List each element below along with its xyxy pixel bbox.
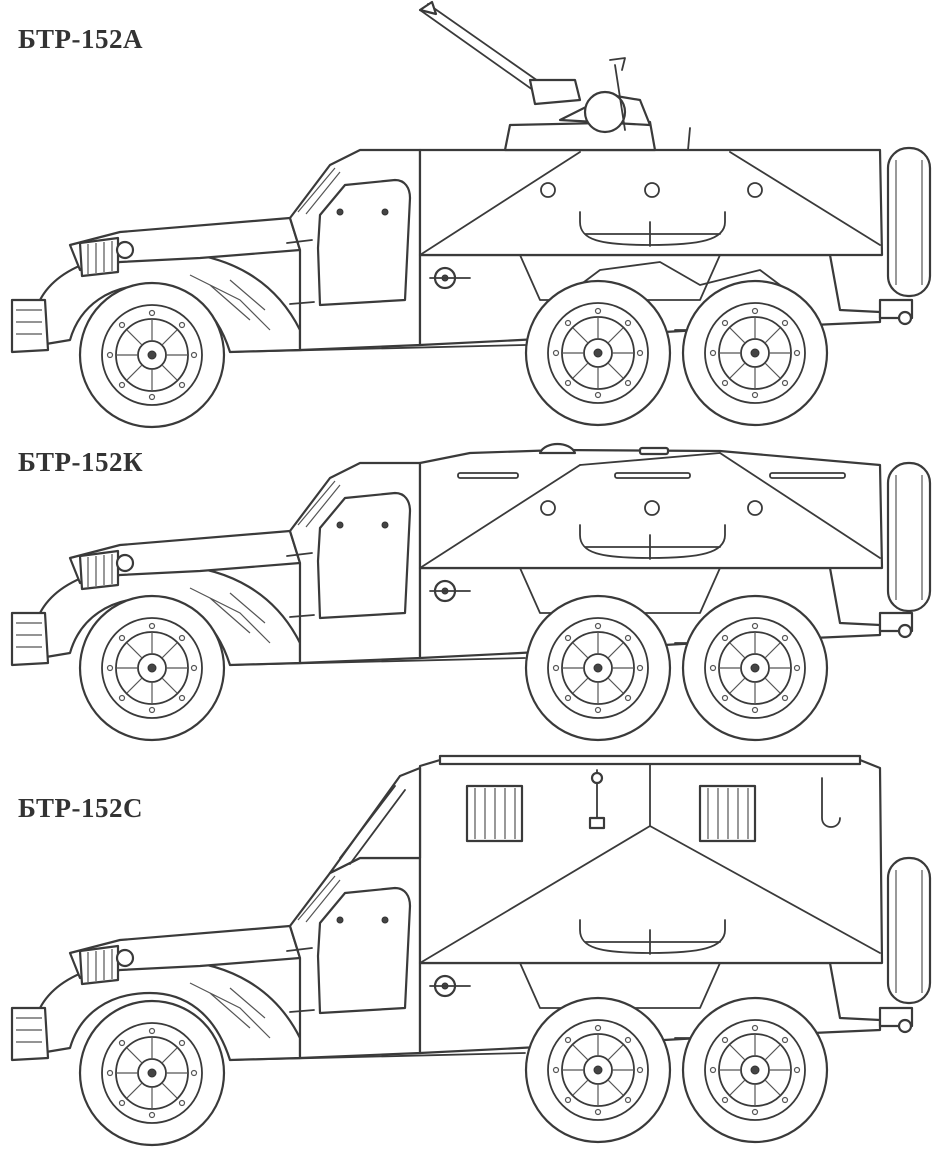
vehicle-btr152c <box>10 754 932 1147</box>
vehicle-btr152a <box>10 0 932 429</box>
vehicle-label-152k: БТР-152К <box>18 447 144 477</box>
vehicle-label-152a: БТР-152А <box>18 24 143 54</box>
vehicle-label-152c: БТР-152С <box>18 793 143 823</box>
vehicle-btr152k <box>10 442 932 742</box>
